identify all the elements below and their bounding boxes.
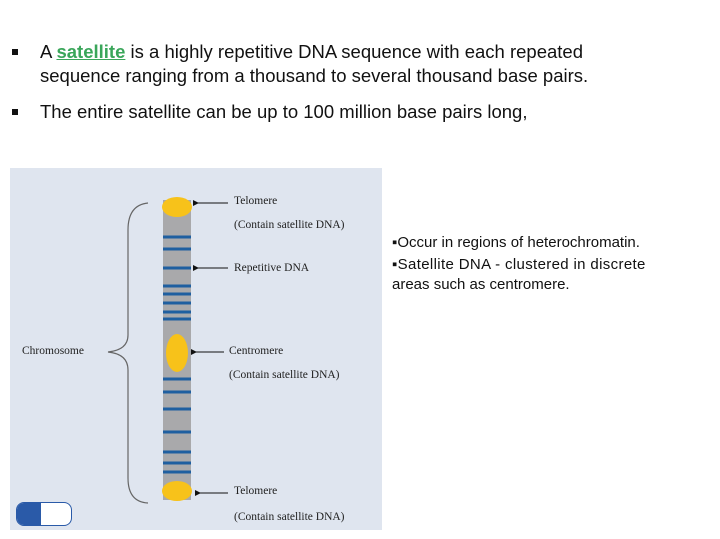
telomere-bottom-note: (Contain satellite DNA)	[234, 511, 345, 523]
bullet-satellite-length: The entire satellite can be up to 100 mi…	[12, 100, 712, 126]
repetitive-dna-label: Repetitive DNA	[234, 262, 310, 274]
text: A	[40, 41, 57, 62]
centromere-label: Centromere	[229, 345, 284, 357]
repetitive-dna-band	[163, 301, 191, 305]
side-note-3: areas such as centromere.	[392, 276, 570, 293]
repetitive-dna-band	[163, 430, 191, 434]
bullet-line-1: A satellite is a highly repetitive DNA s…	[40, 40, 583, 64]
repetitive-dna-band	[163, 470, 191, 474]
repetitive-dna-band	[163, 390, 191, 394]
repetitive-dna-band	[163, 310, 191, 314]
chromosome-label: Chromosome	[22, 345, 84, 357]
centromere-note: (Contain satellite DNA)	[229, 369, 340, 381]
repetitive-dna-band	[163, 407, 191, 411]
telomere-bottom	[162, 481, 192, 501]
text: is a highly repetitive DNA sequence with…	[125, 41, 584, 62]
bullet-line-2: sequence ranging from a thousand to seve…	[40, 65, 589, 86]
repetitive-dna-band	[163, 247, 191, 251]
telomere-top-label: Telomere	[234, 195, 278, 207]
telomere-top	[162, 197, 192, 217]
chromosome-brace	[107, 202, 149, 504]
satellite-link[interactable]: satellite	[56, 41, 126, 62]
repetitive-dna-band	[163, 461, 191, 465]
repetitive-dna-band	[163, 292, 191, 296]
bullet-marker	[12, 49, 18, 55]
repetitive-dna-band	[163, 266, 191, 270]
bullet-satellite-definition: A satellite is a highly repetitive DNA s…	[12, 40, 712, 90]
repetitive-dna-band	[163, 317, 191, 321]
side-note-1: ▪Occur in regions of heterochromatin.	[392, 234, 640, 251]
side-note-2: ▪Satellite DNA - clustered in discrete	[392, 256, 646, 273]
repetitive-dna-band	[163, 284, 191, 288]
bullet-text: The entire satellite can be up to 100 mi…	[40, 101, 528, 122]
difference-between-logo	[16, 502, 72, 526]
telomere-bottom-label: Telomere	[234, 485, 278, 497]
centromere	[166, 334, 188, 372]
bullet-marker	[12, 109, 18, 115]
repetitive-dna-band	[163, 235, 191, 239]
telomere-top-note: (Contain satellite DNA)	[234, 219, 345, 231]
repetitive-dna-band	[163, 450, 191, 454]
repetitive-dna-band	[163, 377, 191, 381]
